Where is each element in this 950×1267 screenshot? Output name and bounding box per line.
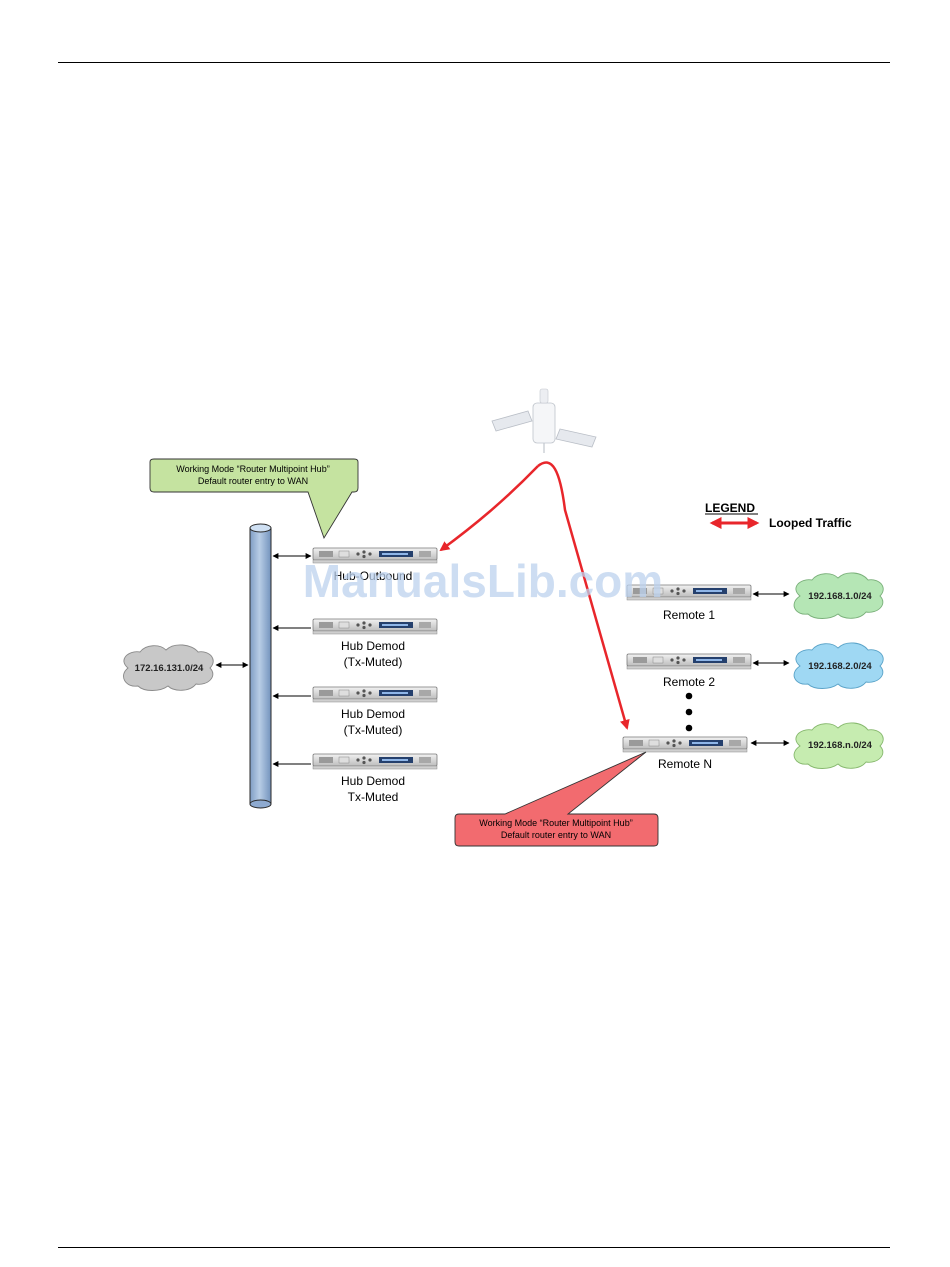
hub-callout-line2: Default router entry to WAN xyxy=(198,476,308,486)
satellite-icon xyxy=(491,388,597,453)
remote-2-device xyxy=(626,653,752,670)
more-remotes-ellipsis xyxy=(685,692,693,732)
remote-callout-line1: Working Mode “Router Multipoint Hub” xyxy=(479,818,632,828)
remote-2-label: Remote 2 xyxy=(663,675,715,689)
remote-2-lan-label: 192.168.2.0/24 xyxy=(808,661,872,672)
hub-lan-label: 172.16.131.0/24 xyxy=(135,663,204,674)
remote-n-label: Remote N xyxy=(658,757,712,771)
cloud-hub-lan: 172.16.131.0/24 xyxy=(123,644,214,691)
remote-n-lan-label: 192.168.n.0/24 xyxy=(808,740,873,751)
hub-demod-1-label-line1: Hub Demod xyxy=(341,639,405,653)
hub-demod-2-label-line2: (Tx-Muted) xyxy=(344,723,403,737)
looped-traffic-link-hub xyxy=(439,465,539,552)
lan-bus xyxy=(249,523,272,809)
hub-outbound-label: Hub-Outbound xyxy=(334,569,413,583)
remote-n-device xyxy=(622,736,748,753)
remote-1-lan-label: 192.168.1.0/24 xyxy=(808,591,872,602)
hub-demod-3-label-line2: Tx-Muted xyxy=(348,790,399,804)
watermark: ManualsLib.com xyxy=(303,555,663,607)
cloud-remote-2-lan: 192.168.2.0/24 xyxy=(793,642,884,689)
cloud-remote-1-lan: 192.168.1.0/24 xyxy=(793,572,884,619)
hub-demod-3-label-line1: Hub Demod xyxy=(341,774,405,788)
legend-item-label: Looped Traffic xyxy=(769,516,852,530)
hub-demod-2-device xyxy=(312,686,438,703)
legend: LEGEND Looped Traffic xyxy=(705,501,852,530)
hub-callout-line1: Working Mode “Router Multipoint Hub” xyxy=(176,464,329,474)
header-rule xyxy=(58,62,890,63)
remote-callout-line2: Default router entry to WAN xyxy=(501,830,611,840)
remote-mode-callout: Working Mode “Router Multipoint Hub” Def… xyxy=(454,751,659,847)
cloud-remote-n-lan: 192.168.n.0/24 xyxy=(793,722,884,769)
legend-title: LEGEND xyxy=(705,501,755,515)
remote-1-label: Remote 1 xyxy=(663,608,715,622)
footer-rule xyxy=(58,1247,890,1248)
hub-demod-2-label-line1: Hub Demod xyxy=(341,707,405,721)
looped-traffic-link-remote xyxy=(537,461,630,730)
hub-demod-1-label-line2: (Tx-Muted) xyxy=(344,655,403,669)
hub-mode-callout: Working Mode “Router Multipoint Hub” Def… xyxy=(149,458,359,540)
hub-demod-3-device xyxy=(312,753,438,770)
hub-demod-1-device xyxy=(312,618,438,635)
